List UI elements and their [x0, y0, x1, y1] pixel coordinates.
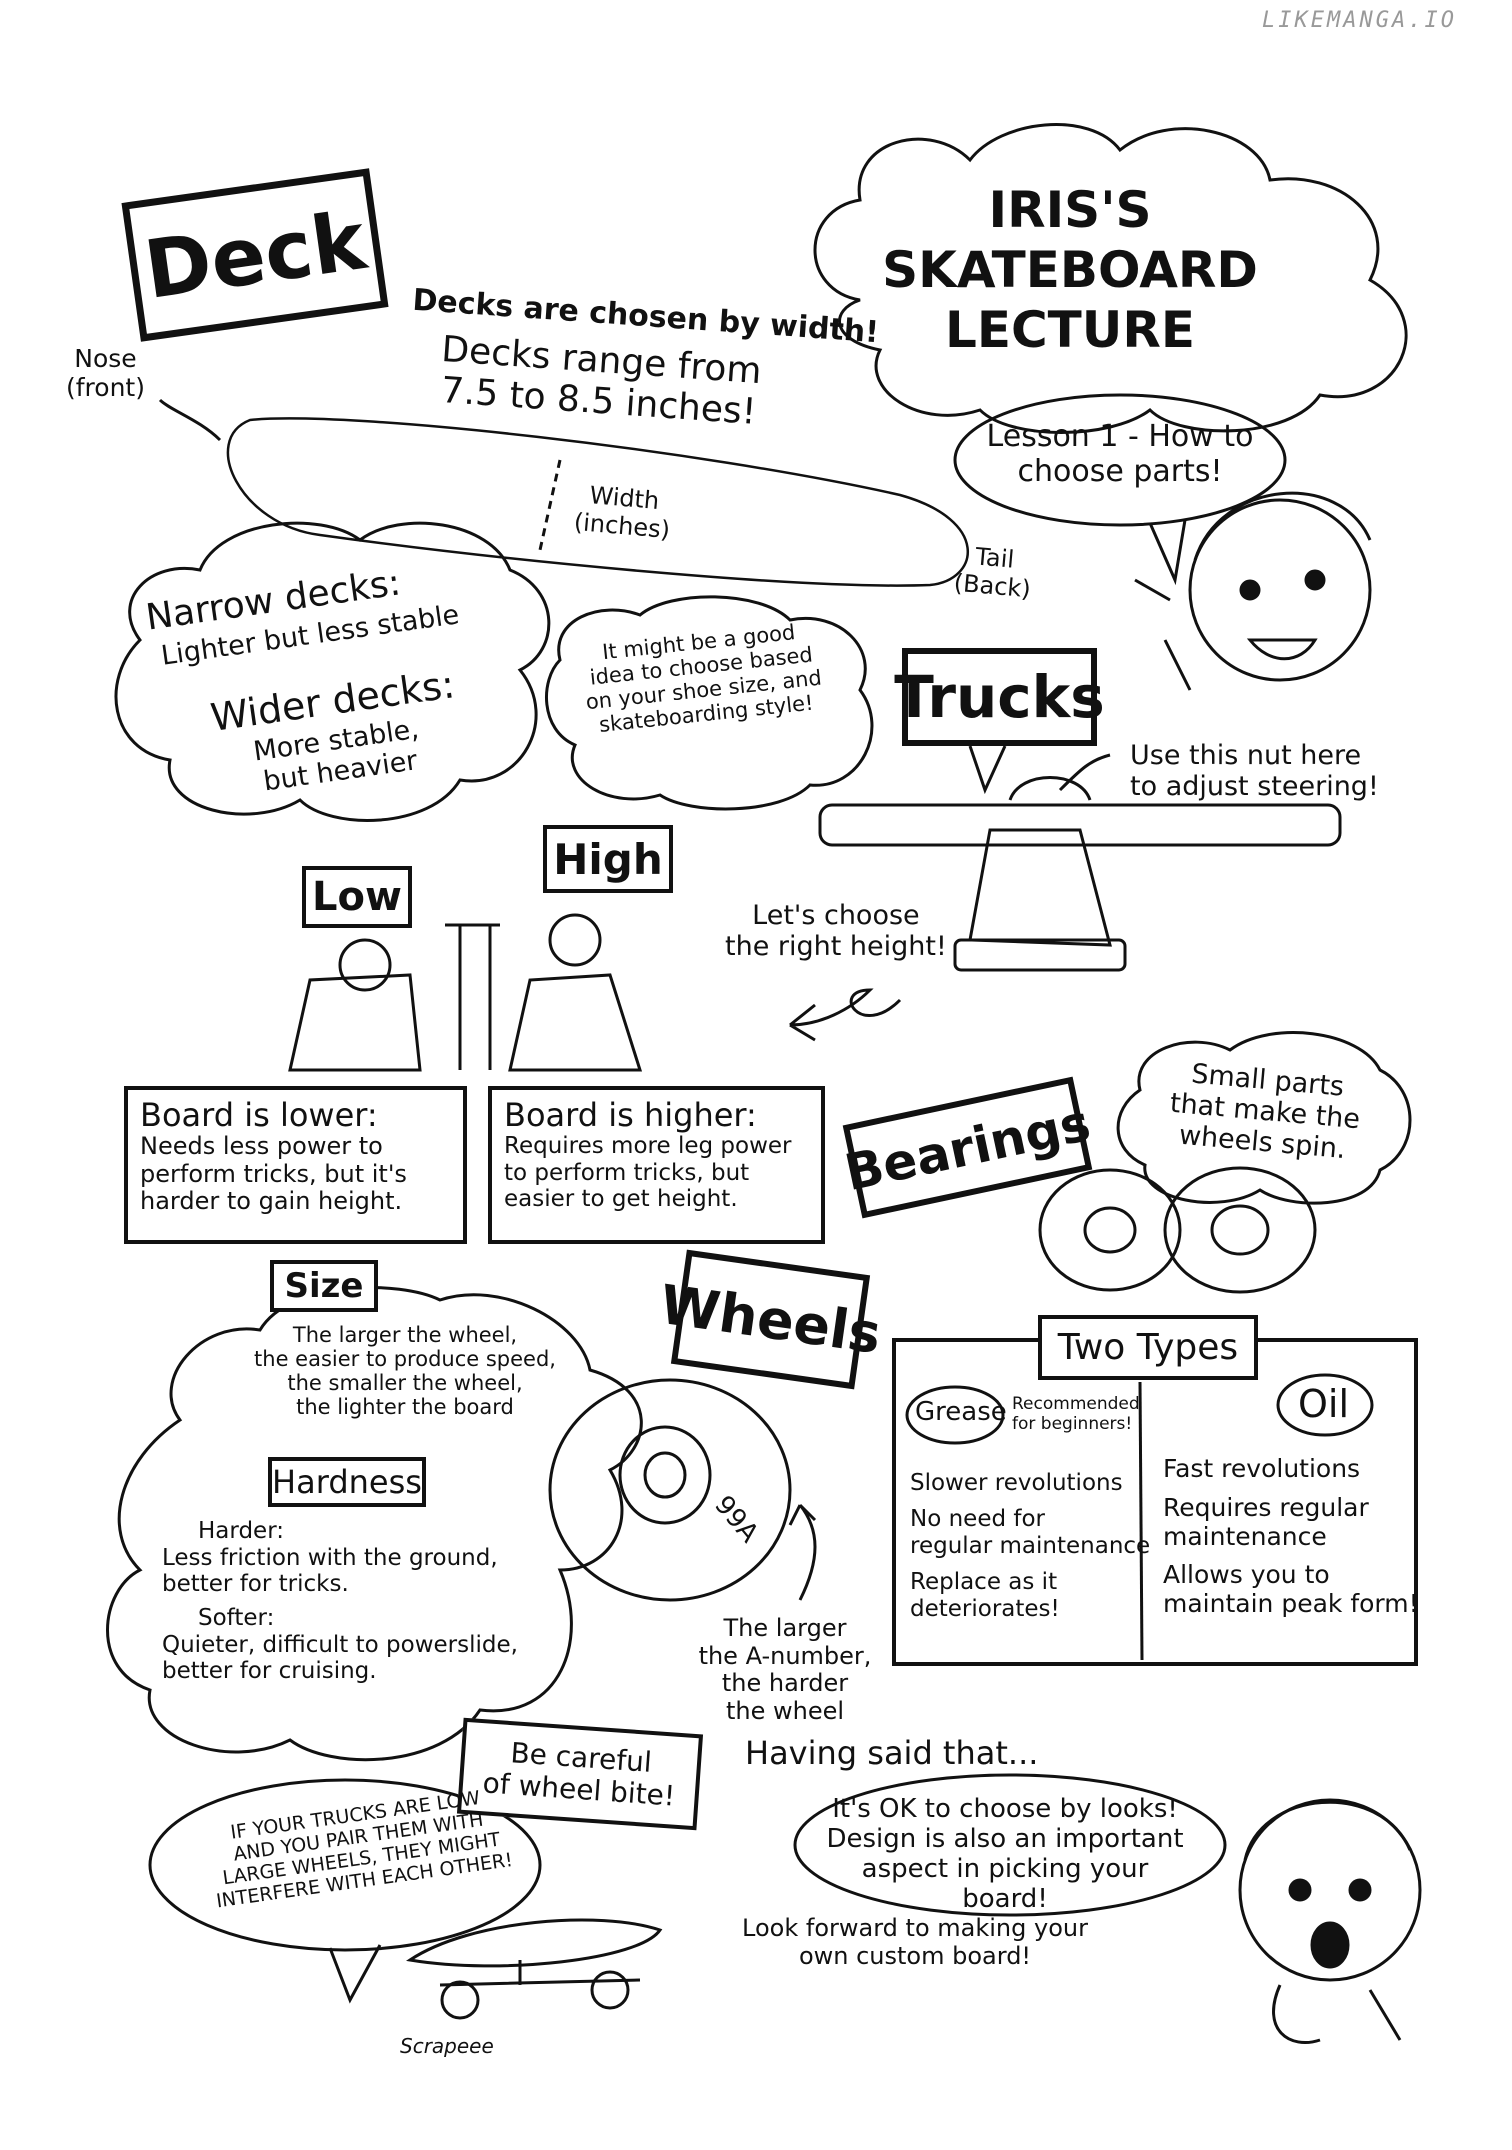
closing-lead: Having said that...: [745, 1734, 1039, 1772]
two-types-title: Two Types: [1057, 1327, 1239, 1368]
trucks-label: Trucks: [894, 663, 1105, 731]
truck-drawing: [818, 753, 1342, 972]
softer-title: Softer:: [198, 1605, 275, 1631]
size-label-box: Size: [270, 1260, 378, 1312]
watermark: LIKEMANGA.IO: [1262, 8, 1457, 33]
low-label-box: Low: [302, 866, 412, 928]
oil-point: Requires regular maintenance: [1163, 1492, 1369, 1551]
warning-bubble: [148, 1778, 542, 1952]
grease-point: No need for regular maintenance: [910, 1506, 1151, 1559]
closing-ok-text: It's OK to choose by looks! Design is al…: [826, 1794, 1184, 1914]
higher-title: Board is higher:: [504, 1096, 757, 1134]
tail-label: Tail (Back): [952, 542, 1032, 603]
higher-text: Requires more leg power to perform trick…: [504, 1133, 792, 1213]
a-number-note: The larger the A-number, the harder the …: [698, 1614, 872, 1725]
lesson-bubble: [953, 393, 1287, 527]
hardness-label: Hardness: [272, 1463, 422, 1501]
title-cloud: [813, 123, 1408, 434]
deck-drawing: [226, 417, 970, 587]
closing-forward-text: Look forward to making your own custom b…: [742, 1914, 1088, 1970]
narrow-decks-cloud: [114, 521, 551, 822]
bearings-desc-cloud: [1116, 1031, 1412, 1205]
bearings-drawing: [1038, 1166, 1317, 1294]
board-lower-box: Board is lower: Needs less power to perf…: [124, 1086, 467, 1244]
softer-text: Quieter, difficult to powerslide, better…: [162, 1632, 518, 1685]
grease-label: Grease: [915, 1397, 1007, 1427]
tip-cloud: [545, 595, 874, 811]
trucks-label-box: Trucks: [894, 648, 1105, 746]
grease-point: Slower revolutions: [910, 1470, 1123, 1496]
oil-label: Oil: [1298, 1382, 1350, 1426]
lecture-title: IRIS'S SKATEBOARD LECTURE: [882, 181, 1258, 359]
lower-title: Board is lower:: [140, 1096, 378, 1134]
hardness-label-box: Hardness: [268, 1457, 426, 1507]
grease-point: Replace as it deteriorates!: [910, 1569, 1060, 1622]
iris-character-bottom: [1238, 1798, 1422, 2045]
oil-point: Fast revolutions: [1163, 1454, 1361, 1483]
arrow: [789, 988, 902, 1042]
grease-points: Slower revolutions No need for regular m…: [910, 1470, 1150, 1622]
closing-bubble: [793, 1773, 1227, 1917]
width-label: Width (inches): [572, 481, 672, 544]
wheel-drawing: [548, 1378, 817, 1602]
grease-note: Recommended for beginners!: [1012, 1394, 1140, 1434]
oil-point: Allows you to maintain peak form!: [1163, 1560, 1419, 1618]
wheels-cloud: [106, 1286, 643, 1762]
harder-title: Harder:: [198, 1518, 284, 1544]
deck-label: Deck: [138, 193, 372, 317]
low-label: Low: [312, 874, 402, 920]
scrape-sfx: Scrapeee: [400, 2034, 494, 2058]
skateboard-fall-drawing: [406, 1918, 663, 2020]
low-high-trucks: [288, 913, 643, 1072]
bearings-desc: Small parts that make the wheels spin.: [1168, 1058, 1362, 1166]
size-text: The larger the wheel, the easier to prod…: [254, 1323, 556, 1420]
harder-text: Less friction with the ground, better fo…: [162, 1545, 498, 1598]
wheels-label: Wheels: [656, 1272, 885, 1367]
oil-points: Fast revolutions Requires regular mainte…: [1163, 1454, 1419, 1619]
two-types-box: Two Types: [1038, 1315, 1258, 1380]
high-label: High: [553, 834, 663, 884]
iris-character-top: [1134, 491, 1372, 691]
high-label-box: High: [543, 825, 673, 893]
nose-label: Nose (front): [66, 344, 145, 402]
size-label: Size: [284, 1266, 364, 1306]
lower-text: Needs less power to perform tricks, but …: [140, 1132, 407, 1216]
nut-note: Use this nut here to adjust steering!: [1130, 740, 1379, 803]
lesson-subtitle: Lesson 1 - How to choose parts!: [986, 419, 1254, 489]
height-note: Let's choose the right height!: [725, 900, 947, 963]
board-higher-box: Board is higher: Requires more leg power…: [488, 1086, 825, 1244]
